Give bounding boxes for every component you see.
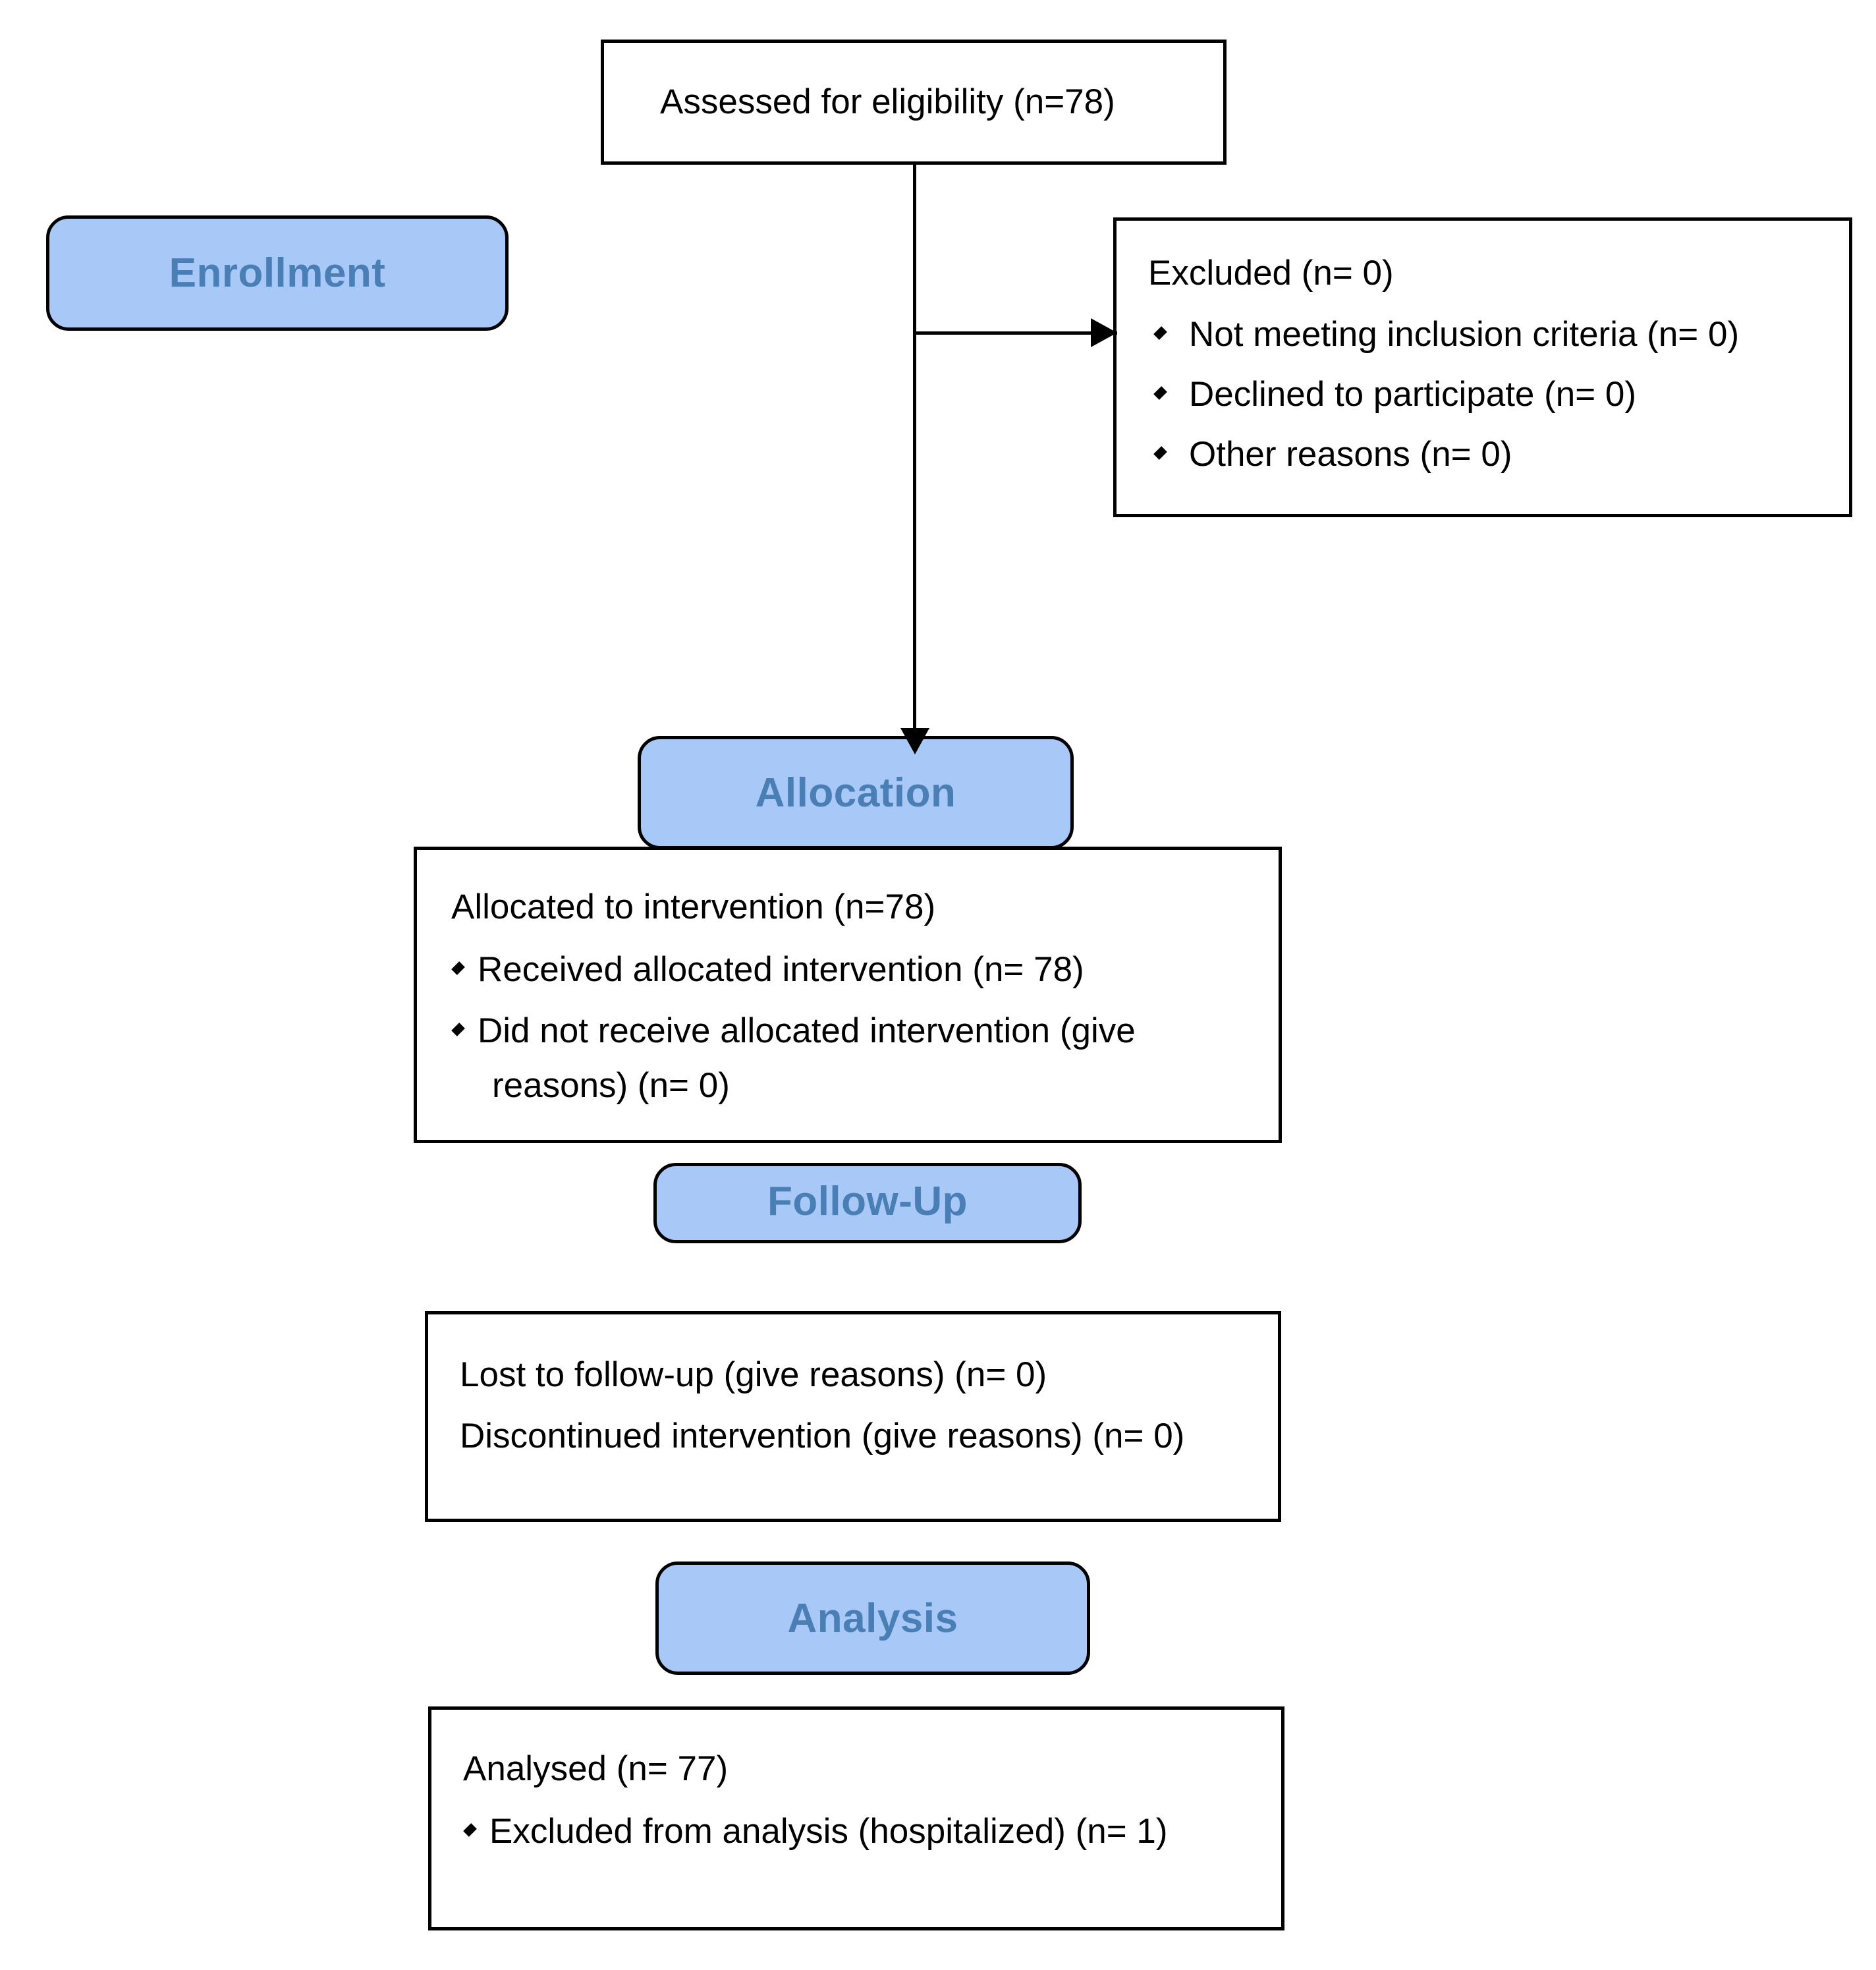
stage-label-allocation-text: Allocation <box>755 770 956 816</box>
allocation-not-received-text: Did not receive allocated intervention (… <box>478 1011 1136 1050</box>
list-item: Not meeting inclusion criteria (n= 0) <box>1148 312 1849 358</box>
allocation-received-text: Received allocated intervention (n= 78) <box>478 949 1084 989</box>
allocation-list: Received allocated intervention (n= 78) … <box>451 947 1257 1054</box>
list-item: Received allocated intervention (n= 78) <box>451 947 1257 993</box>
assessed-for-eligibility-box: Assessed for eligibility (n=78) <box>601 40 1227 165</box>
diamond-bullet-icon <box>463 1823 477 1838</box>
stage-label-enrollment-text: Enrollment <box>169 250 386 296</box>
list-item: Other reasons (n= 0) <box>1148 432 1849 478</box>
excluded-reason-text: Other reasons (n= 0) <box>1189 434 1512 474</box>
list-item: Declined to participate (n= 0) <box>1148 372 1849 418</box>
allocation-heading: Allocated to intervention (n=78) <box>451 887 936 926</box>
stage-label-enrollment: Enrollment <box>46 215 509 331</box>
diamond-bullet-icon <box>451 1023 465 1036</box>
assessed-for-eligibility-text: Assessed for eligibility (n=78) <box>660 82 1115 121</box>
excluded-box: Excluded (n= 0) Not meeting inclusion cr… <box>1113 217 1852 517</box>
excluded-heading: Excluded (n= 0) <box>1148 254 1394 293</box>
analysis-excluded-text: Excluded from analysis (hospitalized) (n… <box>489 1811 1168 1851</box>
followup-discontinued-text: Discontinued intervention (give reasons)… <box>460 1416 1185 1455</box>
excluded-reason-list: Not meeting inclusion criteria (n= 0) De… <box>1148 312 1849 478</box>
analysis-heading: Analysed (n= 77) <box>463 1749 729 1788</box>
list-item: Excluded from analysis (hospitalized) (n… <box>463 1809 1281 1855</box>
allocation-not-received-continuation: reasons) (n= 0) <box>492 1065 730 1105</box>
allocation-box: Allocated to intervention (n=78) Receive… <box>414 847 1282 1143</box>
stage-label-followup: Follow-Up <box>653 1163 1082 1243</box>
stage-label-followup-text: Follow-Up <box>767 1179 968 1224</box>
diamond-bullet-icon <box>1153 386 1167 400</box>
excluded-branch-line <box>913 331 1117 335</box>
excluded-reason-text: Not meeting inclusion criteria (n= 0) <box>1189 314 1740 354</box>
analysis-box: Analysed (n= 77) Excluded from analysis … <box>428 1706 1284 1930</box>
stage-label-analysis-text: Analysis <box>787 1595 958 1641</box>
trunk-arrow-head <box>900 728 929 754</box>
trunk-connector-line <box>913 165 916 748</box>
diamond-bullet-icon <box>1153 326 1167 341</box>
stage-label-allocation: Allocation <box>638 736 1074 849</box>
diamond-bullet-icon <box>451 961 465 976</box>
list-item: Did not receive allocated intervention (… <box>451 1009 1257 1054</box>
excluded-branch-arrow-head <box>1091 318 1117 347</box>
followup-lost-text: Lost to follow-up (give reasons) (n= 0) <box>460 1355 1047 1394</box>
diamond-bullet-icon <box>1153 446 1167 460</box>
followup-box: Lost to follow-up (give reasons) (n= 0) … <box>425 1311 1281 1522</box>
analysis-list: Excluded from analysis (hospitalized) (n… <box>463 1809 1281 1855</box>
excluded-reason-text: Declined to participate (n= 0) <box>1189 374 1637 414</box>
stage-label-analysis: Analysis <box>655 1562 1090 1675</box>
